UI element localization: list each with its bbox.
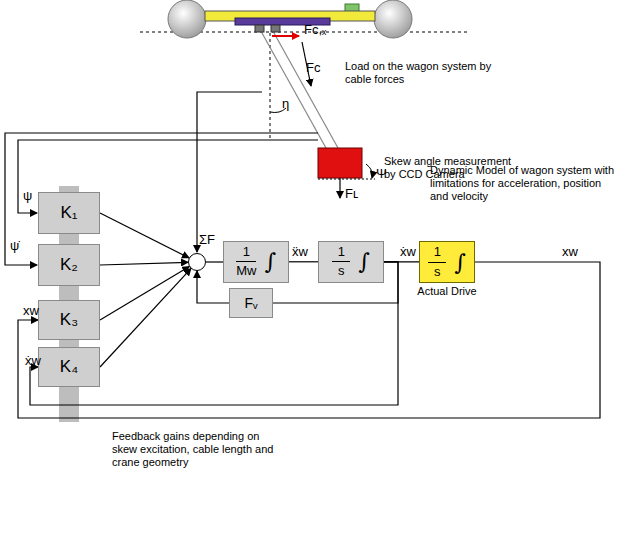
- friction-box: Fᵥ: [229, 288, 273, 318]
- signal-name: xᴡ: [23, 303, 39, 319]
- cable: [262, 33, 338, 148]
- numerator: 1: [338, 245, 345, 259]
- numerator: 1: [243, 245, 250, 259]
- integral-sign: ∫: [264, 249, 275, 274]
- signal-connector: [100, 213, 189, 258]
- signal-name: Fʟ: [345, 186, 358, 202]
- gain-label: K₄: [60, 357, 78, 377]
- signal-name: ψ̇: [10, 238, 19, 254]
- signal-name: ẋᴡ: [400, 244, 416, 260]
- signal-connector: [18, 262, 600, 418]
- signal-name: Fᴄ,ₓ: [304, 22, 326, 38]
- gain-label: K₂: [60, 255, 78, 275]
- fraction-bar: [332, 261, 350, 262]
- note: Feedback gains depending on skew excitat…: [112, 430, 277, 470]
- fraction: 1s: [428, 245, 446, 279]
- fraction: 1s: [332, 245, 350, 279]
- integrator-box: 1Mᴡ ∫: [223, 241, 289, 283]
- denominator: s: [434, 265, 441, 279]
- signal-name: ψ: [23, 188, 32, 204]
- sum-label: ΣF: [199, 232, 215, 247]
- signal-connector: [289, 261, 318, 262]
- signal-name: Ψ: [376, 166, 387, 182]
- note: Load on the wagon system by cable forces: [345, 60, 520, 86]
- integrator-box: 1s∫: [318, 241, 384, 283]
- signal-connector: [206, 261, 223, 262]
- gain-box: K₄: [38, 347, 100, 387]
- integral-sign: ∫: [454, 250, 465, 275]
- friction-label: Fᵥ: [244, 295, 257, 311]
- denominator: s: [338, 264, 345, 278]
- denominator: Mᴡ: [236, 264, 256, 278]
- signal-name: η: [282, 96, 289, 112]
- gain-box: K₁: [38, 192, 100, 234]
- integral-sign: ∫: [358, 249, 369, 274]
- fraction: 1Mᴡ: [236, 245, 256, 279]
- gain-label: K₁: [60, 203, 77, 223]
- gain-label: K₃: [60, 310, 78, 330]
- block-caption: Actual Drive: [417, 285, 476, 297]
- signal-name: ẍᴡ: [292, 244, 308, 260]
- note: Dynamic Model of wagon system with limit…: [430, 164, 620, 204]
- summing-junction: ΣF: [188, 253, 206, 271]
- cable-force-line: [197, 92, 262, 252]
- signal-connector: [100, 262, 188, 265]
- integrator-box: 1s∫Actual Drive: [419, 241, 475, 283]
- fraction-bar: [236, 261, 256, 262]
- signal-name: ẋᴡ: [25, 353, 41, 369]
- gain-box: K₂: [38, 244, 100, 286]
- signal-connector: [100, 267, 189, 320]
- signal-connector: [100, 269, 191, 367]
- fraction-bar: [428, 262, 446, 263]
- numerator: 1: [434, 245, 441, 259]
- signal-name: xᴡ: [562, 244, 578, 260]
- signal-name: Fᴄ: [306, 60, 320, 76]
- wagon: [140, 0, 470, 38]
- gain-box: K₃: [38, 300, 100, 340]
